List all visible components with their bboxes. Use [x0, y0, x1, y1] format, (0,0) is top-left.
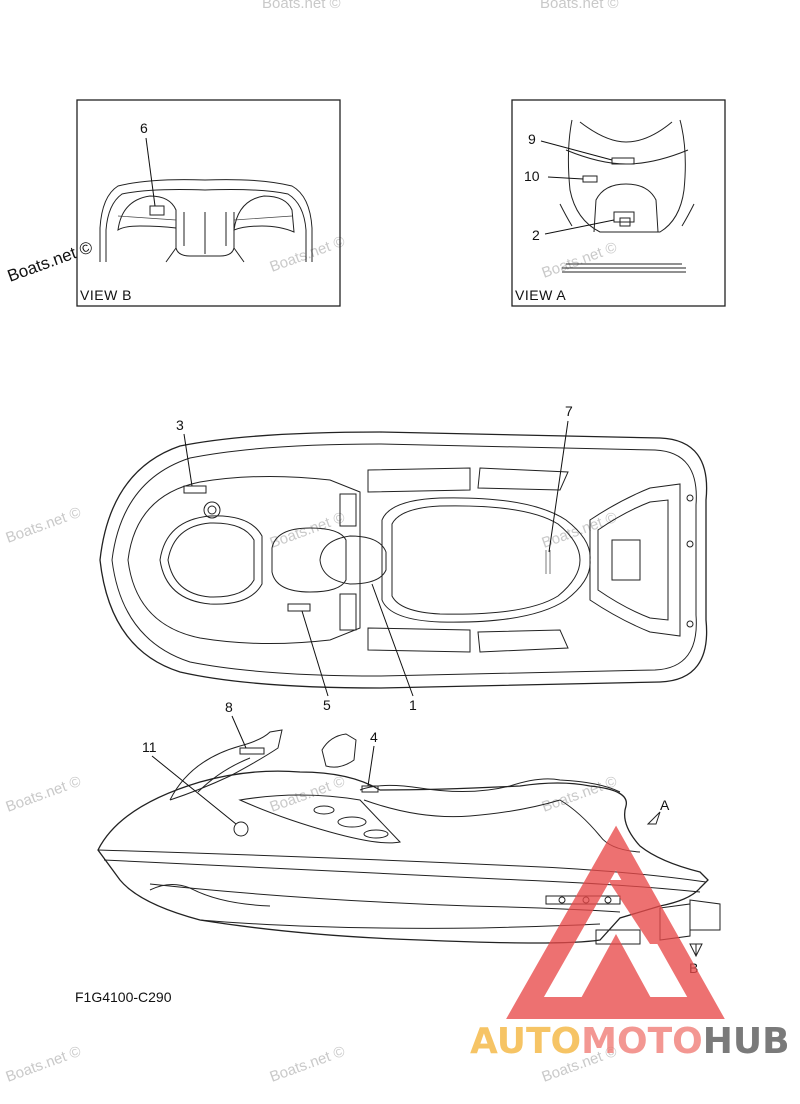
leader-line [547, 176, 584, 180]
decal-10-mark [582, 175, 598, 183]
callout-8: 8 [225, 699, 233, 715]
leader-line [301, 610, 329, 697]
watermark-text: Boats.net © [268, 1043, 348, 1086]
callout-9: 9 [528, 131, 536, 147]
callout-1: 1 [409, 697, 417, 713]
view-a-frame [511, 99, 726, 307]
side-view-craft: A B 8 4 11 [97, 699, 721, 976]
callout-5: 5 [323, 697, 331, 713]
watermark-text: Boats.net © [268, 509, 348, 552]
automotohub-logo: AUTOMOTOHUB [470, 825, 790, 1062]
arrow-a-icon [646, 811, 661, 825]
view-a-panel: 9 10 2 VIEW A [511, 99, 726, 307]
view-a-title: VIEW A [515, 287, 566, 303]
leader-line [231, 715, 247, 749]
leader-line [183, 433, 193, 487]
watermark-text-dark: Boats.net © [5, 237, 96, 285]
watermark-text: Boats.net © [4, 504, 84, 547]
leader-line [151, 755, 237, 825]
watermarks: Boats.net © Boats.net © Boats.net © Boat… [4, 0, 620, 1086]
leader-line [145, 137, 156, 207]
decal-7-mark [545, 550, 551, 574]
logo-auto-text: AUTO [470, 1021, 581, 1062]
watermark-text: Boats.net © [4, 773, 84, 816]
logo-hub-text: HUB [703, 1021, 790, 1062]
watermark-text: Boats.net © [262, 0, 341, 12]
part-code: F1G4100-C290 [75, 989, 172, 1005]
watermark-text: Boats.net © [4, 1043, 84, 1086]
decal-4-mark [361, 785, 379, 793]
view-b-title: VIEW B [80, 287, 132, 303]
decal-6-mark [149, 205, 165, 216]
watermark-text: Boats.net © [540, 239, 620, 282]
top-view-craft: 3 7 5 1 [99, 403, 708, 713]
callout-4: 4 [370, 729, 378, 745]
decal-2-mark [613, 211, 635, 223]
arrow-a-label: A [660, 797, 670, 813]
decal-11-mark [233, 821, 249, 837]
decal-9-mark [611, 157, 635, 165]
decal-5-mark [287, 603, 311, 612]
watermark-text: Boats.net © [268, 233, 348, 276]
leader-line [548, 420, 569, 553]
decal-8-mark [239, 747, 265, 755]
callout-11: 11 [142, 739, 157, 755]
callout-10: 10 [524, 168, 540, 184]
leader-line [540, 140, 613, 161]
leader-line [367, 745, 375, 787]
view-b-panel: 6 VIEW B [76, 99, 341, 307]
arrow-b-icon [689, 943, 703, 958]
leader-line [371, 583, 414, 697]
callout-3: 3 [176, 417, 184, 433]
watermark-text: Boats.net © [540, 0, 619, 12]
callout-6: 6 [140, 120, 148, 136]
logo-moto-text: MOTO [581, 1021, 703, 1062]
view-b-frame [76, 99, 341, 307]
watermark-text: Boats.net © [540, 509, 620, 552]
callout-2: 2 [532, 227, 540, 243]
watermark-text: Boats.net © [268, 773, 348, 816]
decal-3-mark [183, 485, 207, 494]
leader-line [544, 219, 615, 235]
callout-7: 7 [565, 403, 573, 419]
svg-text:AUTOMOTOHUB: AUTOMOTOHUB [470, 1021, 790, 1062]
